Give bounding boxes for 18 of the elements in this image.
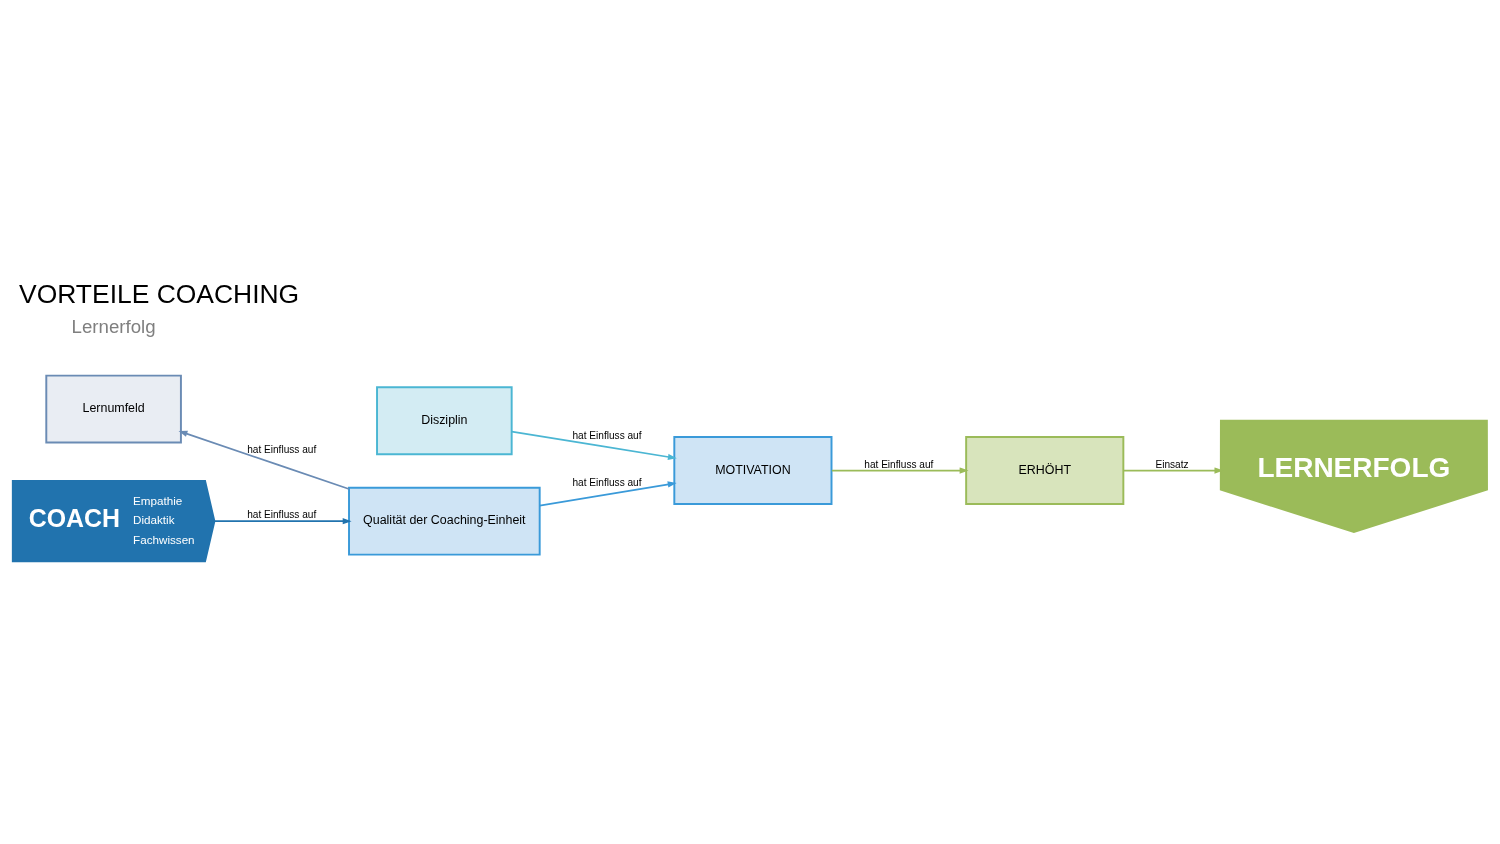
arrow	[510, 430, 677, 460]
edge-label: hat Einfluss auf	[247, 443, 317, 455]
edge-label: hat Einfluss auf	[864, 458, 934, 470]
node-box: Lernumfeld	[45, 374, 182, 443]
edge-label: hat Einfluss auf	[572, 429, 642, 441]
arrow	[213, 517, 352, 524]
arrow	[538, 480, 677, 506]
node-box: MOTIVATION	[673, 435, 833, 505]
edge-label: Einsatz	[1155, 458, 1189, 470]
arrow	[831, 466, 969, 474]
diagram-title: VORTEILE COACHING	[19, 278, 300, 309]
node-box: ERHÖHT	[965, 435, 1125, 505]
node-box: Qualität der Coaching-Einheit	[348, 486, 541, 556]
edge-label: hat Einfluss auf	[572, 476, 642, 488]
arrow	[178, 430, 350, 490]
label: Lernerfolg	[71, 315, 156, 337]
edge-label: hat Einfluss auf	[247, 508, 317, 520]
node-box: Disziplin	[376, 385, 513, 455]
